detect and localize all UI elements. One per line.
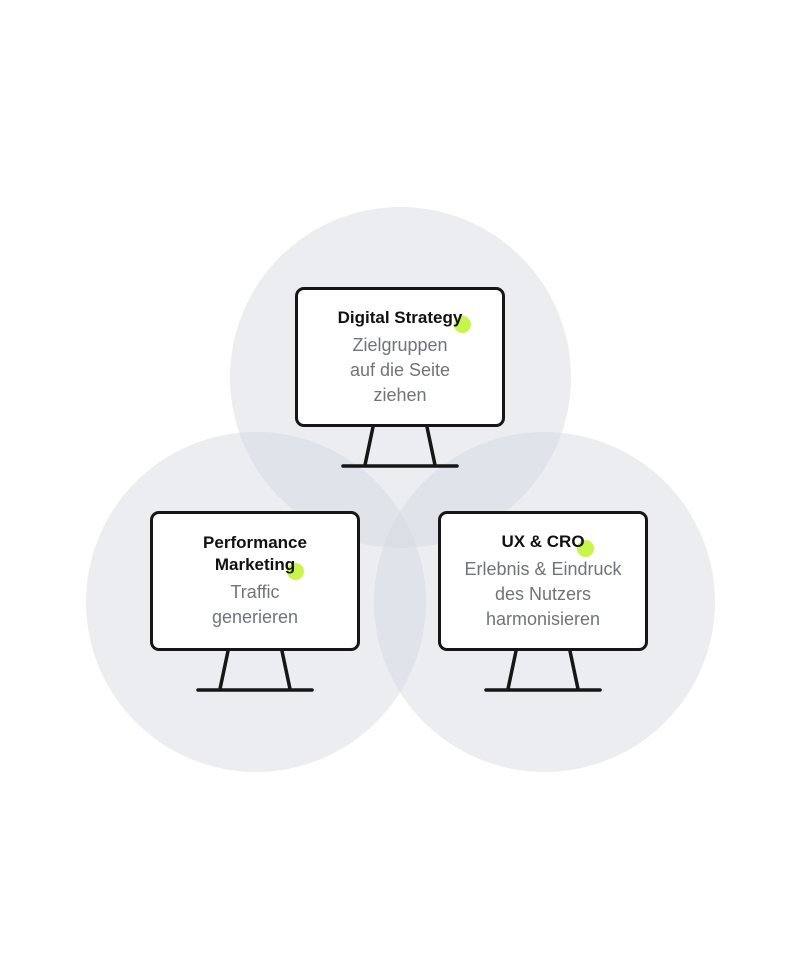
monitor-icon [484,649,602,692]
node-description: Erlebnis & Eindruck des Nutzers harmonis… [464,558,622,629]
monitor-performance-marketing: Performance Marketing Traffic generieren [150,511,360,693]
monitor-ux-cro: UX & CRO Erlebnis & Eindruck des Nutzers… [438,511,648,693]
node-description: Traffic generieren [211,582,299,627]
node-title: Performance Marketing [193,532,317,580]
monitor-screen: UX & CRO Erlebnis & Eindruck des Nutzers… [438,511,648,651]
node-title: Digital Strategy [328,307,473,333]
monitor-icon [341,425,459,468]
monitor-screen: Digital Strategy Zielgruppen auf die Sei… [295,287,505,427]
monitor-screen: Performance Marketing Traffic generieren [150,511,360,651]
node-description: Zielgruppen auf die Seite ziehen [349,334,451,405]
node-title: UX & CRO [491,531,594,557]
monitor-icon [196,649,314,692]
monitor-digital-strategy: Digital Strategy Zielgruppen auf die Sei… [295,287,505,469]
